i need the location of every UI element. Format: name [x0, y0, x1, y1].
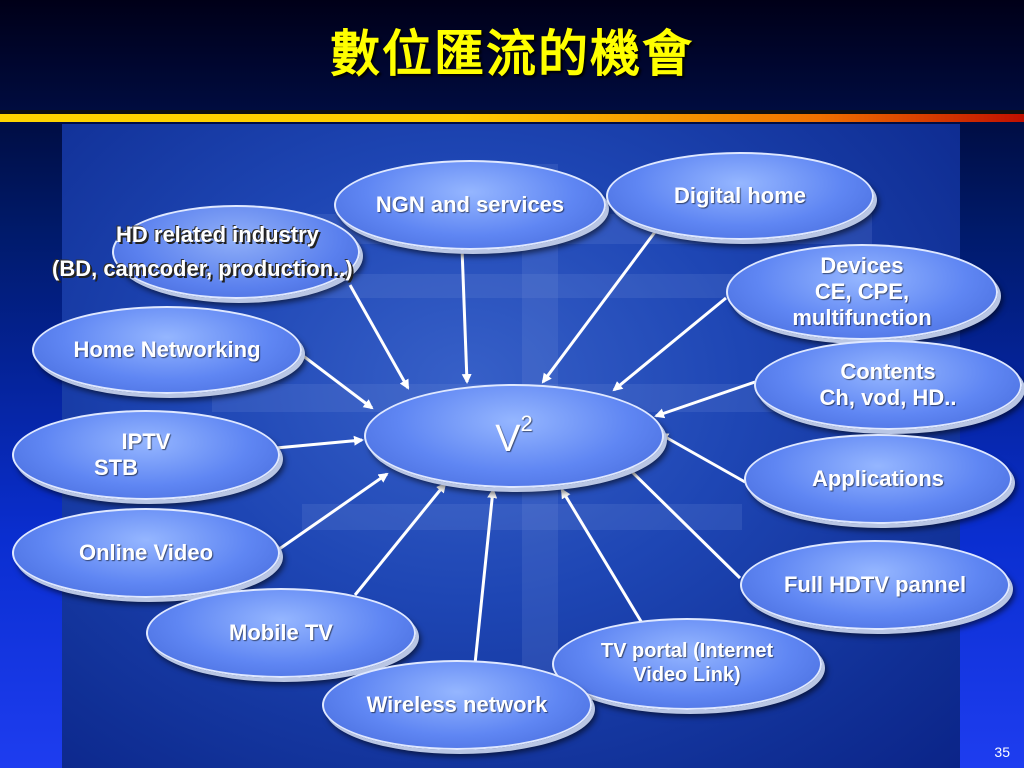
node-home-networking-label: Home Networking	[73, 337, 261, 363]
arrow-ngn	[460, 247, 472, 384]
node-full-hdtv-pannel-label: Full HDTV pannel	[783, 572, 967, 598]
node-applications: Applications	[744, 434, 1012, 524]
arrow-contents	[654, 380, 756, 419]
node-iptv-stb-label-2: STB	[94, 455, 138, 480]
node-ngn-services-label: NGN and services	[375, 192, 565, 218]
page-title: 數位匯流的機會	[330, 25, 694, 83]
node-v2-center: V2	[364, 384, 664, 488]
title-divider-bar	[0, 114, 1024, 122]
arrow-full-hdtv	[623, 463, 742, 580]
node-ngn-services: NGN and services	[334, 160, 606, 250]
node-tv-portal-label-1: TV portal (Internet	[600, 640, 774, 663]
node-devices-label-1: Devices	[820, 253, 904, 279]
arrow-devices	[612, 296, 727, 392]
node-applications-label: Applications	[811, 466, 944, 492]
node-digital-home-label: Digital home	[673, 183, 806, 209]
node-devices-label-3: multifunction	[792, 304, 932, 330]
node-tv-portal: TV portal (Internet Video Link)	[552, 618, 822, 710]
node-wireless-network-label: Wireless network	[366, 692, 548, 718]
node-online-video-label: Online Video	[78, 540, 214, 566]
arrow-tv-portal	[560, 488, 647, 629]
v2-label: V2	[495, 410, 533, 460]
node-hd-related-industry-label-1: HD related industry	[116, 222, 319, 247]
arrow-online-video	[274, 472, 389, 554]
node-iptv-stb-label-1: IPTV	[121, 429, 171, 455]
arrow-mobile-tv	[353, 482, 447, 596]
node-devices-label-2: CE, CPE,	[814, 279, 910, 305]
node-mobile-tv: Mobile TV	[146, 588, 416, 678]
arrow-iptv	[275, 435, 364, 450]
node-contents: Contents Ch, vod, HD..	[754, 340, 1022, 430]
node-full-hdtv-pannel: Full HDTV pannel	[740, 540, 1010, 630]
node-hd-related-industry-label-2: (BD, camcoder, production..)	[52, 256, 353, 281]
node-devices: Devices CE, CPE, multifunction	[726, 244, 998, 340]
arrow-home-networking	[297, 350, 374, 410]
node-online-video: Online Video	[12, 508, 280, 598]
node-home-networking: Home Networking	[32, 306, 302, 394]
node-hd-related-industry	[112, 205, 360, 299]
node-contents-label-2: Ch, vod, HD..	[819, 385, 957, 410]
node-iptv-stb: IPTV STB	[12, 410, 280, 500]
node-tv-portal-label-2: Video Link)	[633, 664, 741, 686]
node-contents-label-1: Contents	[840, 359, 936, 385]
node-mobile-tv-label: Mobile TV	[229, 620, 333, 646]
arrow-digital-home	[541, 231, 657, 384]
node-digital-home: Digital home	[606, 152, 874, 240]
arrow-hd-related	[348, 284, 410, 390]
arrow-applications	[658, 432, 746, 484]
page-number: 35	[994, 744, 1010, 760]
node-wireless-network: Wireless network	[322, 660, 592, 750]
arrow-wireless	[473, 488, 498, 665]
title-divider-shadow	[0, 110, 1024, 114]
